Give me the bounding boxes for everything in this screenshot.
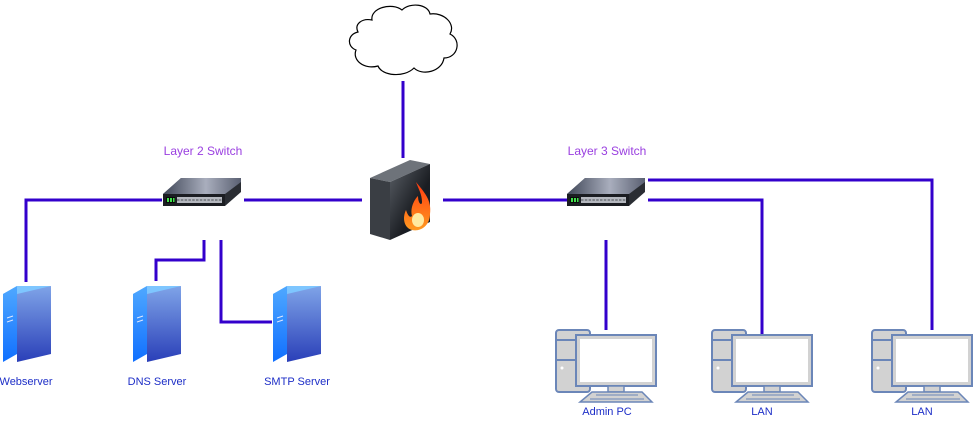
layer-3-switch-label: Layer 3 Switch: [567, 144, 647, 158]
link-l3-switch-lan-2: [648, 178, 934, 330]
lan-pc-1[interactable]: [711, 329, 813, 403]
link-l2-switch-dns-server: [154, 240, 206, 281]
switch-icon: [566, 177, 646, 207]
link-l2-switch-webserver: [24, 198, 162, 282]
link-l3-switch-lan-1: [648, 198, 764, 335]
switch-icon: [162, 177, 242, 207]
desktop-pc-icon: [871, 329, 973, 403]
dns-server-label: DNS Server: [127, 376, 187, 388]
server-icon: [2, 285, 52, 363]
layer-3-switch[interactable]: [566, 177, 646, 207]
lan-pc-2-label: LAN: [911, 406, 933, 418]
firewall[interactable]: [370, 160, 431, 240]
lan-pc-1-label: LAN: [751, 406, 773, 418]
webserver[interactable]: [2, 285, 52, 363]
server-icon: [272, 285, 322, 363]
webserver-label: Webserver: [0, 376, 53, 388]
cloud-icon: [348, 4, 458, 76]
smtp-server-label: SMTP Server: [264, 376, 330, 388]
layer-2-switch[interactable]: [162, 177, 242, 207]
server-icon: [132, 285, 182, 363]
admin-pc-label: Admin PC: [582, 406, 632, 418]
admin-pc[interactable]: [555, 329, 657, 403]
lan-pc-2[interactable]: [871, 329, 973, 403]
layer-2-switch-label: Layer 2 Switch: [163, 144, 243, 158]
desktop-pc-icon: [555, 329, 657, 403]
smtp-server[interactable]: [272, 285, 322, 363]
dns-server[interactable]: [132, 285, 182, 363]
links: [24, 81, 934, 335]
firewall-icon: [370, 160, 431, 240]
desktop-pc-icon: [711, 329, 813, 403]
link-l2-switch-smtp-server: [219, 240, 272, 324]
internet-cloud[interactable]: [348, 4, 458, 76]
